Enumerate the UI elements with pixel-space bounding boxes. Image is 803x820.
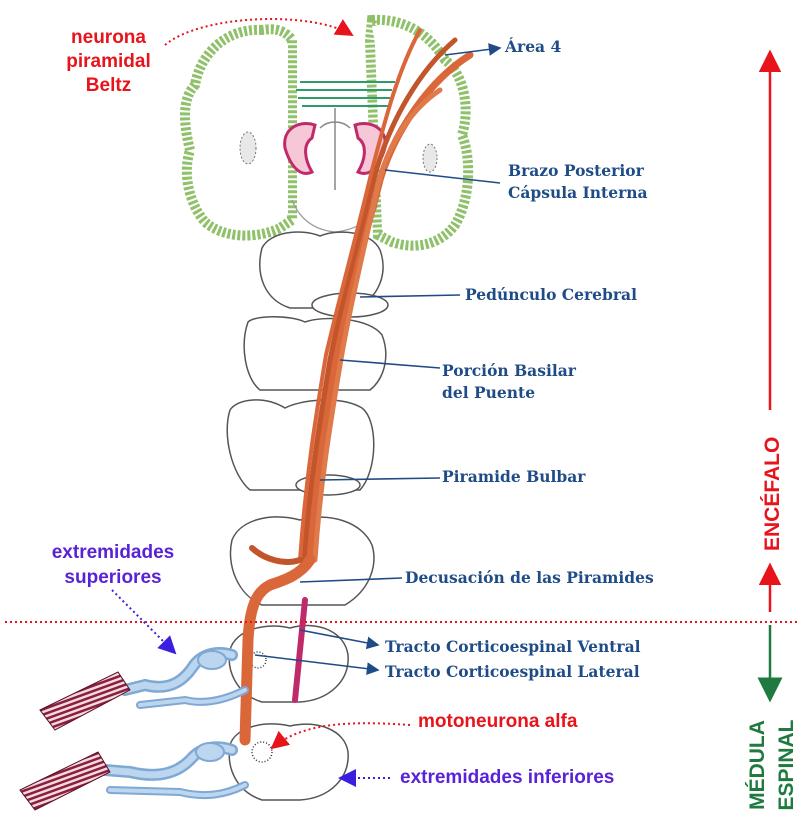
- label-motoneurona-alfa: motoneurona alfa: [418, 710, 577, 734]
- label-extremidades-inferiores: extremidades inferiores: [400, 765, 614, 790]
- muscle-lower: [20, 752, 110, 810]
- basal-nucleus-right: [423, 144, 437, 172]
- label-tracto-ventral: Tracto Corticoespinal Ventral: [385, 636, 641, 658]
- basal-nucleus-left: [240, 132, 256, 164]
- brain-section: [185, 20, 468, 246]
- label-neurona-piramidal: neurona piramidal Beltz: [56, 26, 161, 98]
- label-extremidades-superiores: extremidades superiores: [38, 540, 188, 590]
- label-porcion-basilar: Porción Basilar del Puente: [442, 360, 576, 404]
- muscle-upper: [40, 672, 130, 730]
- label-pedunculo-cerebral: Pedúnculo Cerebral: [465, 284, 637, 306]
- midline: [320, 108, 350, 190]
- label-piramide-bulbar: Piramide Bulbar: [442, 466, 585, 488]
- label-decusacion: Decusación de las Piramides: [405, 567, 654, 589]
- pons-slice: [244, 317, 386, 390]
- peripheral-nerves: [105, 651, 245, 795]
- medulla-slice: [227, 400, 374, 490]
- label-area-4: Área 4: [505, 36, 561, 58]
- label-medula: MÉDULA: [746, 715, 770, 815]
- label-tracto-lateral: Tracto Corticoespinal Lateral: [385, 661, 640, 683]
- label-espinal: ESPINAL: [775, 715, 799, 815]
- label-encefalo: ENCÉFALO: [761, 441, 785, 551]
- label-brazo-posterior: Brazo Posterior Cápsula Interna: [508, 160, 648, 204]
